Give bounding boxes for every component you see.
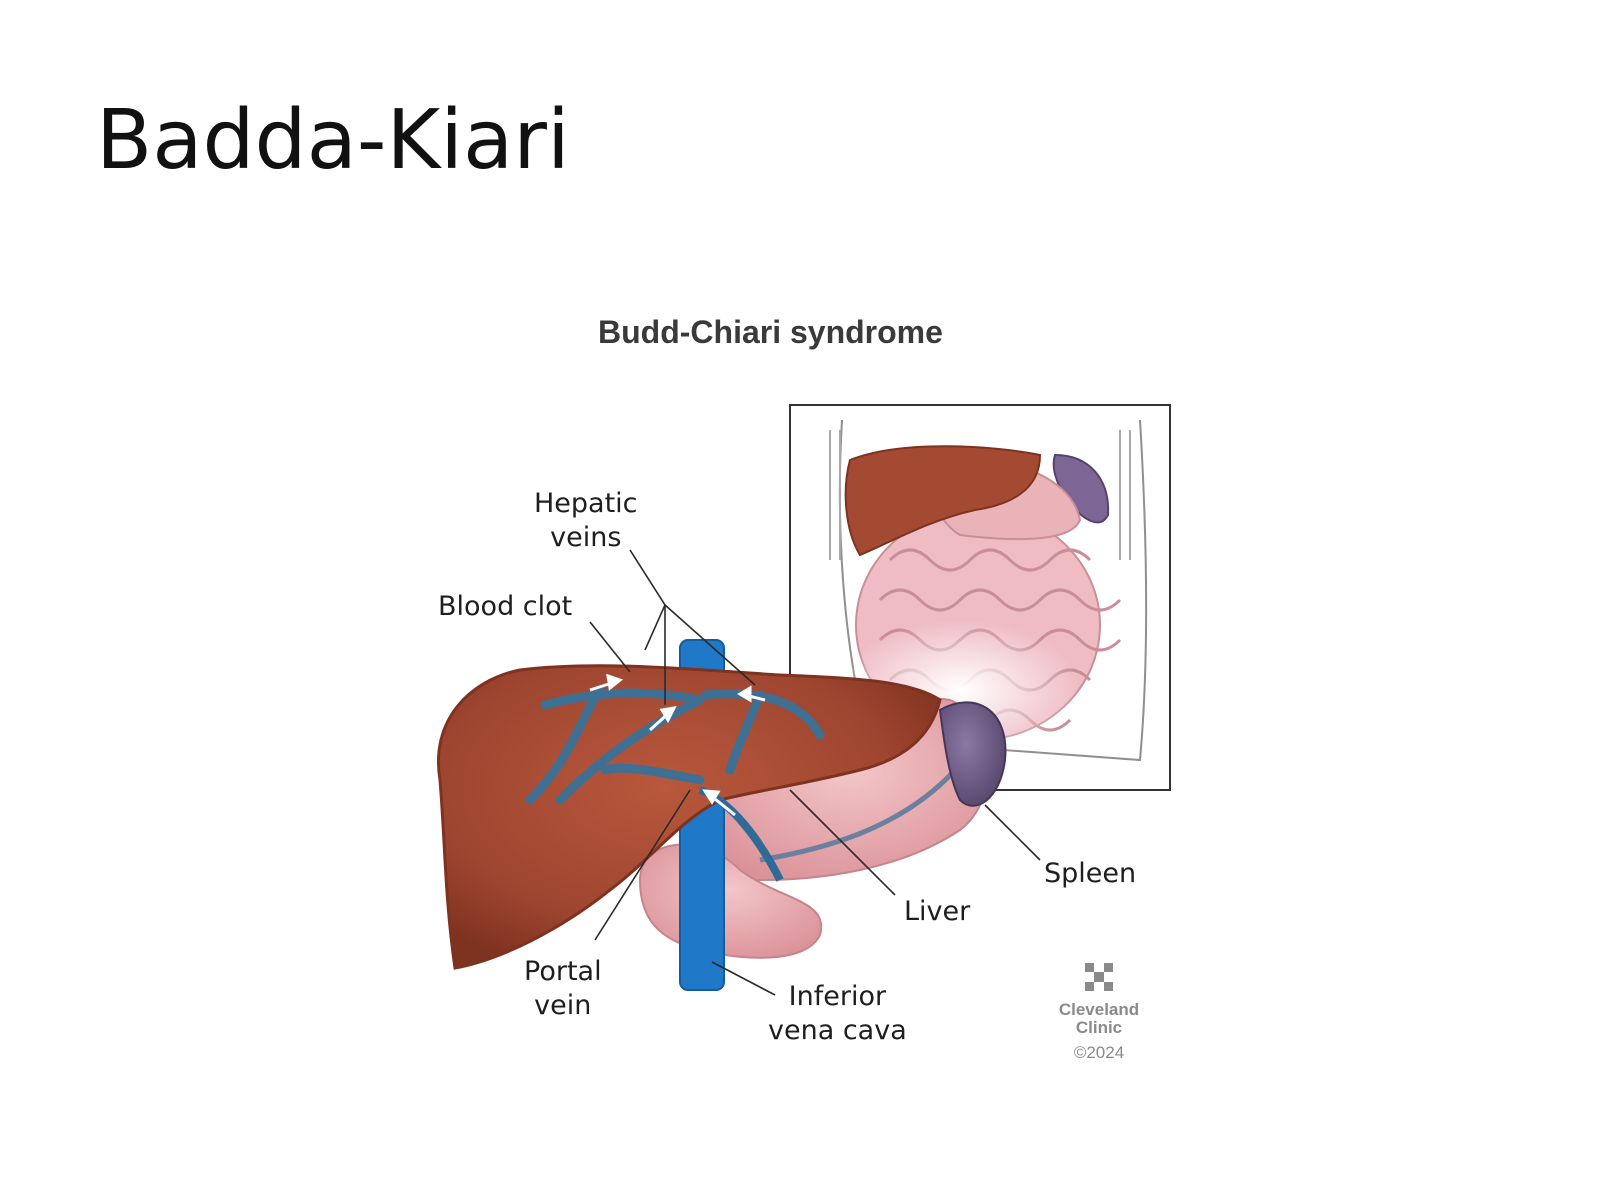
slide-title: Badda-Kiari <box>96 93 570 188</box>
credit-name: Cleveland Clinic <box>1058 1000 1140 1037</box>
inset-spleen <box>1052 453 1110 524</box>
spleen <box>938 701 1007 807</box>
label-liver: Liver <box>904 896 971 927</box>
label-hepatic-veins: Hepatic veins <box>534 488 638 553</box>
credit-copyright: ©2024 <box>1073 1043 1125 1062</box>
label-portal-vein: Portal vein <box>524 956 602 1021</box>
ribs <box>829 430 1131 560</box>
figure-title: Budd-Chiari syndrome <box>598 314 943 350</box>
label-blood-clot: Blood clot <box>438 591 573 622</box>
main-organs <box>437 639 1007 991</box>
label-spleen: Spleen <box>1044 858 1137 889</box>
leader-lines <box>589 549 1041 996</box>
liver <box>437 664 942 970</box>
inset-liver <box>844 445 1042 557</box>
gastric-vessel <box>759 768 957 863</box>
clot-arrows <box>589 673 766 817</box>
hepatic-veins <box>525 685 825 805</box>
cleveland-clinic-credit: Cleveland Clinic ©2024 <box>1044 962 1154 1063</box>
label-inferior-vena-cava: Inferior vena cava <box>768 981 907 1046</box>
cleveland-clinic-logo-icon <box>1085 963 1113 991</box>
